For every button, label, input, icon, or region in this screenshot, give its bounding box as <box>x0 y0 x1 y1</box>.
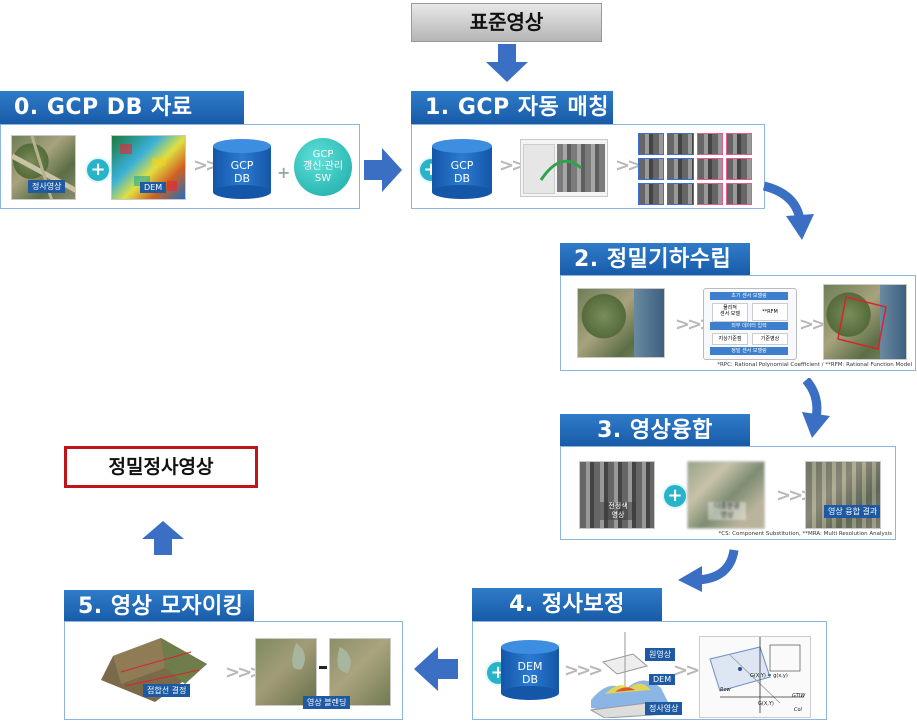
flow-box-initial: 초기 센서 모델링 <box>710 292 788 300</box>
right-arrow-0-1 <box>364 148 402 192</box>
step2-panel: >>> 초기 센서 모델링 물리적 센서 모델 **RFM 외부 데이터 입력 … <box>560 275 916 371</box>
sw-label-2: 갱신·관리 <box>303 161 343 172</box>
up-arrow-5-final <box>142 521 184 555</box>
step3-title: 3. 영상융합 <box>560 414 750 448</box>
step3-title-text: 3. 영상융합 <box>597 418 713 443</box>
transform-diagram: G(X,Y) = g(x,y) G(X,Y) Row Col GTIW <box>699 636 811 718</box>
step0-title-text: 0. GCP DB 자료 <box>14 95 193 120</box>
curved-arrow-3-4 <box>678 549 739 592</box>
step5-title: 5. 영상 모자이킹 <box>64 590 254 624</box>
step2-footnote: *RPC: Rational Polynomial Coefficient / … <box>717 362 912 368</box>
standard-image-label: 표준영상 <box>469 10 544 34</box>
axis-gtiw-label: GTIW <box>792 693 806 699</box>
db-label-2: DB <box>233 172 251 185</box>
db-label-2: DB <box>521 673 539 686</box>
step1-title-text: 1. GCP 자동 매칭 <box>425 95 609 120</box>
left-arrow-4-5 <box>414 647 458 691</box>
flow-physical: 물리적 센서 모델 <box>712 303 748 322</box>
flow-box-external: 외부 데이터 입력 <box>710 322 788 330</box>
db-label-1: GCP <box>230 159 254 172</box>
step2-title: 2. 정밀기하수립 <box>560 243 750 277</box>
step4-title: 4. 정사보정 <box>472 588 662 622</box>
plus-icon: + <box>85 157 111 183</box>
orig-image-label: 원영상 <box>645 648 676 661</box>
dem-label: DEM <box>649 674 676 685</box>
final-output-box: 정밀정사영상 <box>64 446 258 488</box>
flow-box-precise: 정밀 센서 모델링 <box>710 347 788 355</box>
fused-thumbnail: 영상 융합 결과 <box>805 461 881 529</box>
step3-panel: 전정색 영상 + 다중분광 영상 >>> 영상 융합 결과 *CS: Compo… <box>560 446 896 540</box>
mosaic-seam-thumbnail: 접합선 결정 <box>95 632 211 706</box>
flow-rfm: **RFM <box>752 303 788 321</box>
curved-arrow-2-3 <box>802 378 830 438</box>
step5-title-text: 5. 영상 모자이킹 <box>78 594 244 619</box>
multispectral-thumbnail: 다중분광 영상 <box>687 461 765 529</box>
sw-label-1: GCP <box>312 149 334 160</box>
axis-row-label: Row <box>720 687 731 693</box>
seam-caption: 접합선 결정 <box>143 684 191 697</box>
db-label-2: DB <box>453 172 471 185</box>
flow-ref: 기준영상 <box>752 333 788 345</box>
step3-footnote: *CS: Component Substitution, **MRA: Mult… <box>718 531 892 537</box>
sw-label-3: SW <box>314 173 332 184</box>
plus-arrow-icon: + <box>277 163 291 182</box>
step4-title-text: 4. 정사보정 <box>509 592 625 617</box>
db-label-1: DEM <box>517 660 543 673</box>
matching-software-screenshot <box>520 139 608 197</box>
panchromatic-thumbnail: 전정색 영상 <box>579 461 655 529</box>
ortho-image-label: 정사영상 <box>645 702 683 715</box>
step2-title-text: 2. 정밀기하수립 <box>574 247 732 272</box>
sensor-model-flowchart: 초기 센서 모델링 물리적 센서 모델 **RFM 외부 데이터 입력 지상기준… <box>703 288 797 360</box>
plus-icon: + <box>662 483 688 509</box>
axis-col-label: Col <box>794 707 802 713</box>
step0-title: 0. GCP DB 자료 <box>0 91 244 125</box>
ms-caption: 다중분광 영상 <box>708 502 746 520</box>
chevron-icon: >>> <box>564 660 603 681</box>
blend-left-thumbnail <box>255 638 317 706</box>
chevron-icon: >>> <box>225 662 264 683</box>
final-output-label: 정밀정사영상 <box>108 456 214 478</box>
pan-caption: 전정색 영상 <box>600 502 636 520</box>
georeferenced-image-thumbnail <box>823 284 907 360</box>
minus-sign <box>319 666 327 669</box>
dem-caption: DEM <box>140 182 167 193</box>
blend-caption: 영상 블렌딩 <box>303 696 351 709</box>
dem-thumbnail: DEM <box>111 135 186 200</box>
flow-gcp: 지상기준점 <box>712 333 748 345</box>
standard-image-box: 표준영상 <box>411 3 602 42</box>
step5-panel: 접합선 결정 >>> 영상 블렌딩 <box>64 621 403 720</box>
step1-title: 1. GCP 자동 매칭 <box>411 91 613 125</box>
matched-chips-grid <box>638 133 752 205</box>
ortho-caption: 정사영상 <box>28 180 66 193</box>
down-arrow-top <box>486 44 528 82</box>
db-label-1: GCP <box>450 159 474 172</box>
gcp-sw-circle: GCP 갱신·관리 SW <box>294 138 352 196</box>
ortho-thumbnail: 정사영상 <box>11 135 76 200</box>
curved-arrow-1-2 <box>762 181 814 240</box>
formula-2: G(X,Y) <box>758 701 774 707</box>
blend-right-thumbnail <box>329 638 391 706</box>
fused-caption: 영상 융합 결과 <box>824 505 880 518</box>
raw-image-thumbnail <box>577 288 665 358</box>
formula-1: G(X,Y) = g(x,y) <box>750 673 788 679</box>
